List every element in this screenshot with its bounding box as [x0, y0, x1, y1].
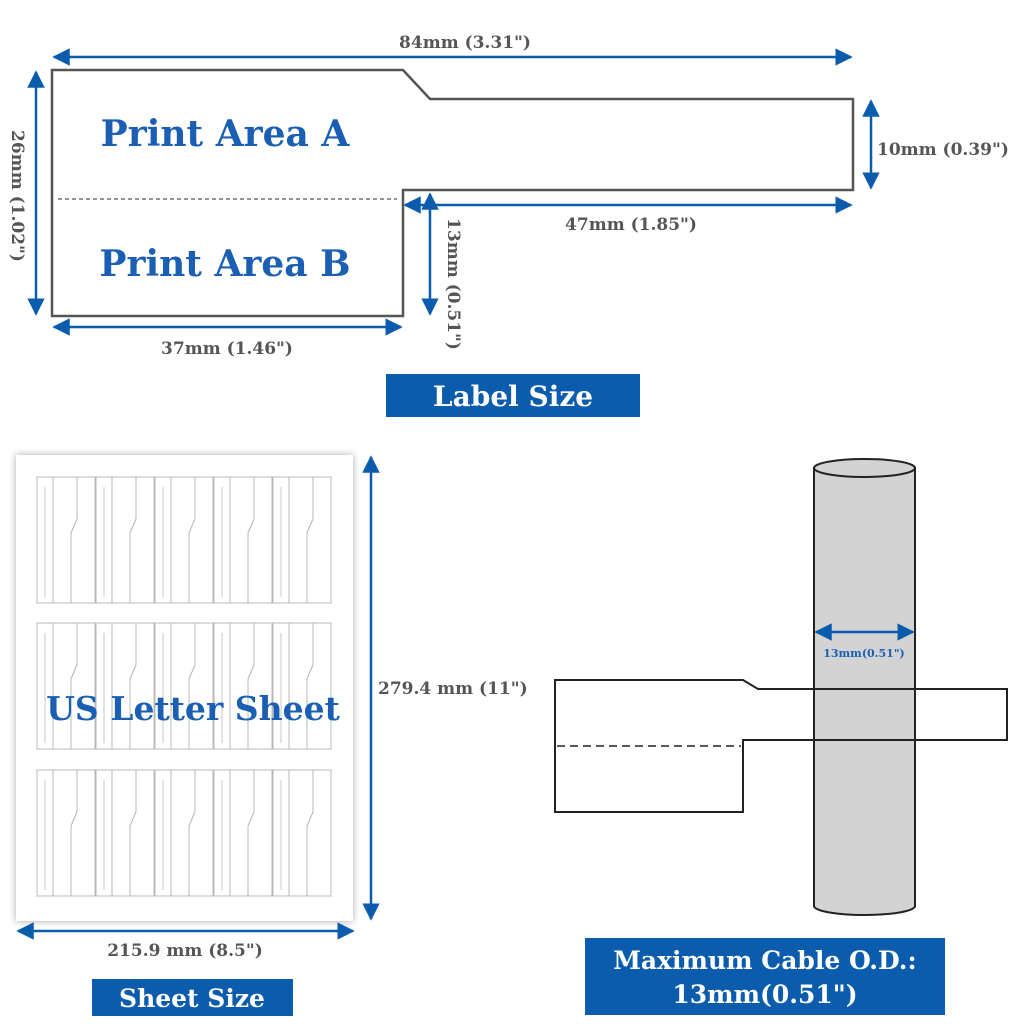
mini-label: [306, 476, 332, 604]
cable-top: [813, 458, 916, 478]
mini-label: [70, 622, 96, 750]
cable-section: 13mm(0.51") Maximum Cable O.D.: 13mm(0.5…: [554, 458, 1008, 1015]
print-area-b-label: Print Area B: [99, 243, 350, 285]
mini-label: [188, 476, 214, 604]
sheet-width-label: 215.9 mm (8.5"): [107, 941, 263, 961]
wrapped-label-outline: [554, 679, 1008, 813]
mini-label: [247, 769, 273, 897]
mini-label: [247, 622, 273, 750]
height-total-label: 26mm (1.02"): [7, 130, 27, 262]
mini-label: [188, 769, 214, 897]
max-cable-badge: Maximum Cable O.D.: 13mm(0.51"): [585, 938, 945, 1015]
sheet-size-section: US Letter Sheet 279.4 mm (11") 215.9 mm …: [16, 455, 528, 1016]
cable-diameter-label: 13mm(0.51"): [823, 647, 905, 660]
sheet-height-label: 279.4 mm (11"): [378, 679, 528, 699]
mini-label: [306, 622, 332, 750]
cable-body: [813, 467, 916, 907]
svg-text:Maximum Cable O.D.:: Maximum Cable O.D.:: [613, 946, 916, 975]
sheet-size-badge: Sheet Size: [92, 979, 293, 1016]
body-height-label: 13mm (0.51"): [443, 218, 463, 350]
label-size-badge: Label Size: [386, 374, 640, 417]
mini-label: [70, 769, 96, 897]
print-area-a-label: Print Area A: [101, 113, 351, 155]
svg-text:Sheet Size: Sheet Size: [119, 984, 265, 1013]
mini-label: [129, 622, 155, 750]
mini-label: [247, 476, 273, 604]
svg-text:13mm(0.51"): 13mm(0.51"): [672, 980, 857, 1009]
label-grid: [36, 476, 332, 897]
mini-label: [129, 769, 155, 897]
label-size-section: Print Area A Print Area B 84mm (3.31") 2…: [7, 33, 1009, 417]
label-outline: [50, 68, 855, 318]
width-total-label: 84mm (3.31"): [399, 33, 531, 53]
sheet-title: US Letter Sheet: [46, 689, 340, 728]
mini-label: [188, 622, 214, 750]
body-width-label: 37mm (1.46"): [161, 339, 293, 359]
tail-length-label: 47mm (1.85"): [565, 215, 697, 235]
mini-label: [129, 476, 155, 604]
tail-height-label: 10mm (0.39"): [877, 140, 1009, 160]
mini-label: [70, 476, 96, 604]
mini-label: [306, 769, 332, 897]
svg-text:Label Size: Label Size: [433, 380, 593, 413]
